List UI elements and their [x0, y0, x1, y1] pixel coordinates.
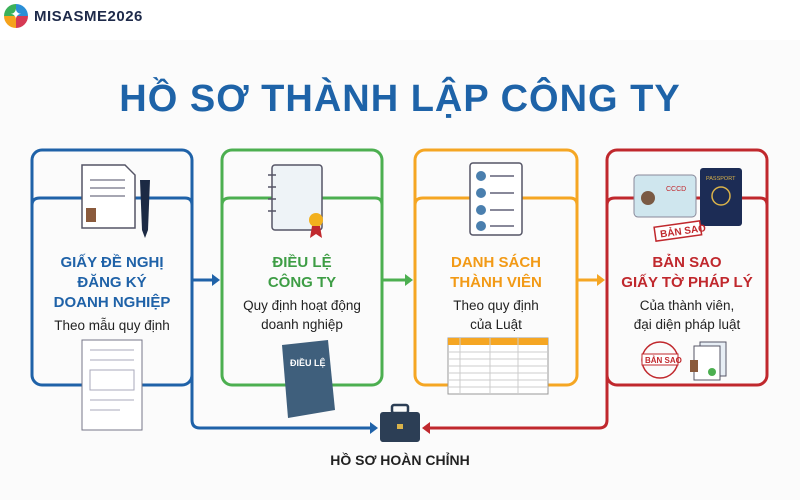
- briefcase-icon: [380, 403, 420, 442]
- card-description: đại diện pháp luật: [633, 317, 741, 332]
- card-border-4: [605, 148, 769, 387]
- charter-notebook-icon: [268, 164, 323, 238]
- id-card-label: CCCD: [666, 186, 686, 193]
- card-description: của Luật: [470, 317, 522, 332]
- card-description: Của thành viên,: [639, 298, 735, 313]
- card-heading: DOANH NGHIỆP: [53, 294, 171, 311]
- brand: MISASME2026: [4, 4, 143, 28]
- brand-name: MISASME2026: [34, 7, 143, 25]
- card-heading: GIẤY TỜ PHÁP LÝ: [621, 274, 753, 291]
- passport-label: PASSPORT: [706, 176, 736, 182]
- certified-stamp-label: BẢN SAO: [645, 356, 682, 365]
- document-pen-icon: [81, 164, 150, 238]
- charter-book-label: ĐIỀU LỆ: [290, 357, 326, 368]
- arrow-icons: [212, 274, 605, 434]
- brand-logo-icon: [4, 4, 28, 28]
- final-dossier-label: HỒ SƠ HOÀN CHỈNH: [330, 452, 470, 468]
- id-passport-icon: CCCD PASSPORT BẢN SAO: [633, 168, 742, 242]
- card-heading: GIẤY ĐỀ NGHỊ: [60, 254, 164, 271]
- card-member-list: DANH SÁCH THÀNH VIÊN Theo quy định của Luậ…: [416, 150, 576, 385]
- card-description: doanh nghiệp: [261, 317, 343, 332]
- page-title: HỒ SƠ THÀNH LẬP CÔNG TY: [119, 78, 681, 120]
- card-heading: THÀNH VIÊN: [450, 274, 542, 291]
- card-heading: ĐIỀU LỆ: [272, 254, 332, 271]
- card-heading: CÔNG TY: [267, 274, 337, 291]
- card-heading: DANH SÁCH: [451, 254, 541, 271]
- charter-book-icon: ĐIỀU LỆ: [282, 340, 335, 418]
- member-list-icon: [469, 162, 523, 236]
- card-legal-copies: BẢN SAO GIẤY TỜ PHÁP LÝ Của thành viên, đạ…: [607, 150, 767, 385]
- card-description: Theo quy định: [453, 298, 539, 313]
- card-description: Theo mẫu quy định: [54, 318, 170, 333]
- member-table-icon: [447, 337, 549, 395]
- card-application-form: GIẤY ĐỀ NGHỊ ĐĂNG KÝ DOANH NGHIỆP Theo mẫu…: [32, 150, 192, 385]
- card-heading: ĐĂNG KÝ: [77, 274, 147, 291]
- card-description: Quy định hoạt động: [243, 298, 361, 313]
- card-heading: BẢN SAO: [652, 254, 722, 271]
- form-document-icon: [81, 339, 143, 431]
- certified-stamp-icon: BẢN SAO: [641, 341, 727, 381]
- card-company-charter: ĐIỀU LỆ CÔNG TY Quy định hoạt động doanh n…: [222, 150, 382, 385]
